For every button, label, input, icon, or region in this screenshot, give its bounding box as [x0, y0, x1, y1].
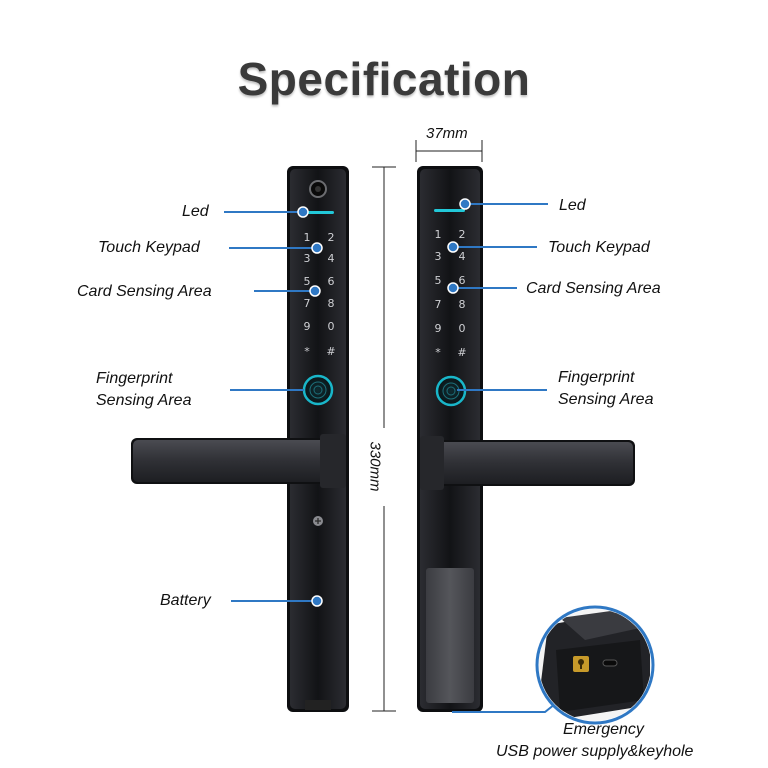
svg-text:5: 5	[435, 274, 442, 287]
svg-text:7: 7	[304, 297, 311, 310]
right-label-led: Led	[559, 197, 586, 214]
callout-dots	[297, 198, 471, 607]
right-cover-plate	[426, 568, 474, 703]
right-handle	[427, 442, 633, 484]
svg-text:*: *	[435, 346, 441, 359]
svg-text:*: *	[304, 345, 310, 358]
right-label-fingerprint-1: Fingerprint	[558, 369, 635, 386]
left-handle	[133, 440, 341, 482]
svg-text:0: 0	[459, 322, 466, 335]
svg-text:3: 3	[435, 250, 442, 263]
right-label-emergency-1: Emergency	[563, 721, 644, 738]
height-dimension: 330mm	[366, 441, 384, 492]
svg-text:3: 3	[304, 252, 311, 265]
svg-text:6: 6	[328, 275, 335, 288]
page-title: Specification	[237, 53, 531, 105]
right-label-card: Card Sensing Area	[526, 280, 661, 297]
left-keypad: 1 2 3 4 5 6 7 8 9 0 * #	[304, 231, 336, 358]
svg-text:1: 1	[304, 231, 311, 244]
svg-text:7: 7	[435, 298, 442, 311]
right-label-keypad: Touch Keypad	[548, 239, 650, 256]
svg-text:4: 4	[328, 252, 335, 265]
left-fingerprint-sensor	[302, 374, 334, 406]
svg-text:0: 0	[328, 320, 335, 333]
svg-text:8: 8	[328, 297, 335, 310]
svg-text:4: 4	[459, 250, 466, 263]
left-label-led: Led	[182, 203, 209, 220]
left-label-fingerprint-2: Sensing Area	[96, 392, 192, 409]
svg-text:#: #	[326, 345, 335, 358]
left-led	[303, 211, 334, 214]
left-label-card: Card Sensing Area	[77, 283, 212, 300]
svg-text:8: 8	[459, 298, 466, 311]
svg-text:2: 2	[328, 231, 335, 244]
svg-text:5: 5	[304, 275, 311, 288]
dimension-lines	[372, 140, 483, 712]
svg-text:6: 6	[459, 274, 466, 287]
right-led	[434, 209, 465, 212]
emergency-inset	[535, 605, 655, 725]
svg-text:#: #	[457, 346, 466, 359]
right-label-emergency-2: USB power supply&keyhole	[496, 743, 694, 760]
svg-text:9: 9	[304, 320, 311, 333]
left-label-keypad: Touch Keypad	[98, 239, 200, 256]
svg-text:2: 2	[459, 228, 466, 241]
left-label-fingerprint-1: Fingerprint	[96, 370, 173, 387]
usb-port-icon	[602, 659, 618, 667]
left-lock: 1 2 3 4 5 6 7 8 9 0 * #	[131, 166, 349, 712]
right-lock: 1 2 3 4 5 6 7 8 9 0 * #	[417, 166, 635, 712]
svg-text:9: 9	[435, 322, 442, 335]
left-label-battery: Battery	[160, 592, 211, 609]
right-keypad: 1 2 3 4 5 6 7 8 9 0 * #	[435, 228, 467, 359]
svg-text:1: 1	[435, 228, 442, 241]
right-label-fingerprint-2: Sensing Area	[558, 391, 654, 408]
width-dimension: 37mm	[426, 125, 468, 142]
